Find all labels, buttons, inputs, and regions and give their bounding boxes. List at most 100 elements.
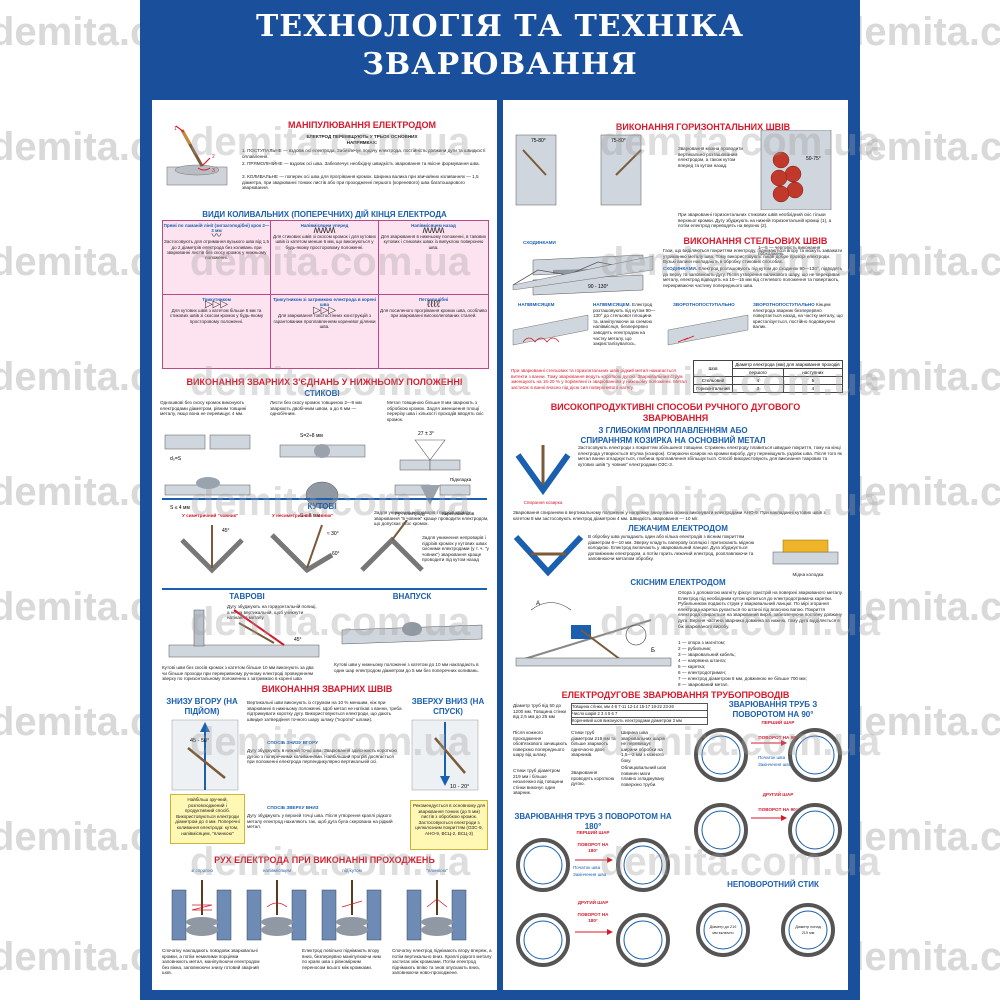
tee-heading: ТАВРОВІ [229, 592, 265, 601]
overhead-angle: 90 - 130° [588, 284, 608, 290]
hp-heading-2: ЗВАРЮВАННЯ [642, 413, 709, 423]
tee-joint-illustration: 45° [168, 609, 320, 658]
watermark: demita.com.ua [840, 125, 1000, 169]
overhead-red-note: При зварюванні стельових та горизонтальн… [511, 368, 687, 390]
tilt-legend-1: 1 — опора з магнітом; [678, 640, 726, 645]
pipes-bullet-1: Після кожного проходження обов'язкового … [513, 730, 568, 758]
horizontal-text-3: 1—5 — черговість виконання проходжень [758, 245, 821, 256]
vertical-s1-text: Дугу збуджують в нижній точці шва. Зварю… [247, 748, 397, 765]
tilt-heading: СКІСНИМ ЕЛЕКТРОДОМ [630, 578, 726, 587]
butt-text-2: Листи без скосу кромок товщиною 2—8 мм з… [270, 400, 362, 417]
tilt-legend-7: 7 — електрод діаметром 6 мм, довжиною не… [678, 676, 807, 681]
laying-electrode-illustration [513, 534, 584, 577]
vertical-heading: ВИКОНАННЯ ЗВАРНИХ ШВІВ [261, 684, 393, 694]
oscillation-cell-zigzag: Прямі по ламаній лінії (зигзагоподібні) … [162, 220, 271, 295]
osc-title-4: Трикутником [202, 297, 231, 302]
tbl-cell: 4 [731, 376, 784, 385]
fillet-a30: ≈ 30° [327, 531, 339, 537]
fixed-d219-b: Діаметр понад 219 мм [795, 925, 821, 935]
horizontal-text-1: Зварювання можна проводити вертикально р… [678, 146, 743, 168]
lbl-angle: 27 ± 3° [418, 431, 434, 437]
lbl-s6: S ≤ 6 мм [300, 513, 320, 519]
title-line-1: ТЕХНОЛОГІЯ ТА ТЕХНІКА [255, 9, 745, 44]
lbl-s28: S=2÷8 мм [300, 433, 323, 439]
pipes-table-row-3: Кореневий шов виконують електродами діам… [571, 717, 708, 725]
oscillation-heading: ВИДИ КОЛИВАЛЬНИХ (ПОПЕРЕЧНИХ) ДІЙ КІНЦЯ … [202, 210, 447, 219]
osc-text-1: Застосовують для отримання вузького шва … [164, 239, 269, 261]
manip-p3: 3. КОЛИВАЛЬНЕ — поперек осі шва для прог… [242, 174, 479, 191]
rot90-second-layer: ДРУГИЙ ШАР [762, 792, 794, 797]
fillet-heading: КУТОВІ [307, 502, 337, 511]
osc-text-4: Для кутових швів з катетом більше 6 мм т… [169, 307, 264, 324]
lbl-a: A [536, 601, 540, 607]
osc-title-3: Напівмісяцем назад [411, 223, 456, 228]
oscillation-cell-triangle: Трикутником▷▷▷Для кутових швів з катетом… [162, 294, 271, 369]
deep-penetration-illustration [515, 445, 571, 496]
tilt-electrode-illustration: A Б [515, 601, 672, 667]
vertical-s2-heading: СПОСІБ ЗВЕРХУ ВНИЗ [267, 805, 319, 810]
watermark: demita.com.ua [840, 815, 1000, 859]
tilt-legend-8: 8 — зварюваний метал. [678, 682, 729, 687]
pipe-rot90-first [694, 728, 842, 782]
divider [162, 588, 487, 590]
watermark: demita.com.ua [840, 935, 1000, 979]
rot180-second-layer: ДРУГИЙ ШАР [577, 900, 609, 905]
butt-text-1: Одношвові без скосу кромок виконують еле… [160, 400, 247, 417]
rot90-turn-2: ПОВОРОТ НА 90° [758, 807, 798, 812]
poster-title: ТЕХНОЛОГІЯ ТА ТЕХНІКА ЗВАРЮВАННЯ [140, 8, 860, 84]
fixed-joint-heading: НЕПОВОРОТНИЙ СТИК [727, 880, 819, 889]
halfmoon-text: НАПІВМІСЯЦЕМ. Електрод розташовують під … [593, 302, 658, 347]
passes-text-2: Електрод повільно піднімають вгору вниз,… [302, 948, 381, 970]
horizontal-heading: ВИКОНАННЯ ГОРИЗОНТАЛЬНИХ ШВІВ [615, 122, 791, 132]
vertical-up-title: ЗНИЗУ ВГОРУ (НА ПІДЙОМ) [166, 697, 238, 716]
watermark: demita.com.ua [840, 700, 1000, 744]
tilt-text: Опора з допомогою магніту фіксує пристрі… [678, 590, 843, 629]
tilt-legend-5: 5 — каретка; [678, 664, 706, 669]
lap-heading: ВНАПУСК [392, 592, 432, 601]
passes-illustration [171, 880, 467, 941]
osc-text-2: Для стикових швів зі скосом кромок і для… [273, 233, 376, 250]
right-panel: ВИКОНАННЯ ГОРИЗОНТАЛЬНИХ ШВІВ 75-80° 75-… [503, 100, 848, 990]
butt-subheading: СТИКОВІ [304, 389, 340, 398]
passes-text-1: Спочатку накладають повздовж зварювальні… [162, 948, 260, 976]
tbl-h-seam: Шов [693, 360, 733, 377]
watermark: demita.com.ua [840, 470, 1000, 514]
vertical-down-title: ЗВЕРХУ ВНИЗ (НА СПУСК) [411, 697, 485, 716]
pipes-bullet-2: Стики труб діаметром 219 мм і більше нез… [513, 768, 564, 796]
tilt-legend-6: 6 — електродотримач; [678, 670, 727, 675]
rot180-start: Початок шва [573, 865, 601, 870]
pass-label-2: напівмісяцем [262, 868, 292, 873]
watermark: demita.com.ua [840, 10, 1000, 54]
lbl-s4: S ≤ 4 мм [170, 505, 190, 511]
lbl-koren: Кореневий шов [442, 510, 475, 516]
osc-text-6: Для посиленого прогрівання кромок шва, о… [380, 307, 487, 319]
lap-joint-illustration [341, 622, 483, 645]
lbl-halfmoon: НАПІВМІСЯЦЕМ [518, 302, 555, 307]
deep-text: Застосовують електроди з покриттям збіль… [578, 445, 842, 467]
lbl-pidkladka: Підкладка [450, 477, 472, 482]
rot90-heading: ЗВАРЮВАННЯ ТРУБ З ПОВОРОТОМ НА 90° [728, 700, 818, 719]
pipes-bullet-5: Ширина шва зварювальних шарів не перевищ… [621, 730, 665, 763]
pipes-text-1: Діаметр труб від 50 до 1200 мм. Товщина … [513, 703, 567, 720]
manip-heading: МАНІПУЛЮВАННЯ ЕЛЕКТРОДОМ [287, 120, 437, 130]
lap-text-1: Кутові шви у нижньому положенні з катето… [334, 662, 479, 673]
overhead-steps-illustration: 90 - 130° [512, 255, 654, 290]
tbl-row-name: Горизонтальний [693, 384, 733, 393]
backforth-body: Кінцем електрода зварник безперервно пов… [753, 302, 843, 330]
passes-heading: РУХ ЕЛЕКТРОДА ПРИ ВИКОНАННІ ПРОХОДЖЕНЬ [214, 855, 435, 865]
vertical-text-1: Вертикальні шви виконують із струмом на … [247, 700, 402, 722]
rot90-turn: ПОВОРОТ НА 90° [758, 735, 798, 740]
angle-10-20: 10 - 20° [450, 784, 469, 790]
rot180-turn-2: ПОВОРОТ НА 180° [577, 912, 609, 923]
manip-sub: ЕЛЕКТРОД ПЕРЕМІЩУЮТЬ У ТРЬОХ ОСНОВНИХ НА… [306, 134, 418, 145]
lbl-ds: d₀=S [170, 456, 182, 462]
overhead-halfmoon-illustration [512, 314, 749, 346]
butt-text-3: Метал товщиною більше 8 мм зварюють з об… [387, 400, 484, 422]
manip-p2: 2. ПРЯМОЛІНІЙНЕ — вздовж осі шва. Забезп… [242, 161, 480, 166]
lbl-steps: СХОДИНКАМИ [523, 240, 556, 245]
angle-75-80-b: 75-80° [611, 138, 626, 144]
pass-label-4: "ялинкою" [426, 868, 448, 873]
manip-label-1: 1 [174, 126, 177, 132]
vertical-s1-heading: СПОСІБ ЗНИЗУ ВГОРУ [267, 740, 318, 745]
